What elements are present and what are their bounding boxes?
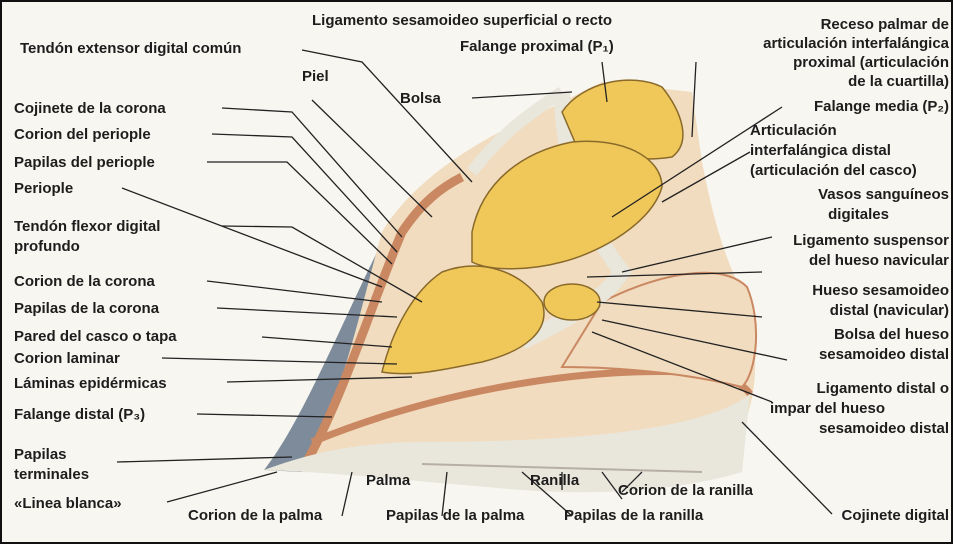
label-art-interfalangica-1: Articulación — [750, 122, 837, 139]
label-linea-blanca: «Linea blanca» — [14, 495, 122, 512]
label-corion-periople: Corion del periople — [14, 126, 151, 143]
label-papilas-terminales-1: Papilas — [14, 446, 67, 463]
label-receso-palmar-3: proximal (articulación — [793, 54, 949, 71]
label-lig-suspensor-1: Ligamento suspensor — [793, 232, 949, 249]
label-papilas-periople: Papilas del periople — [14, 154, 155, 171]
label-lig-distal-2: impar del hueso — [770, 400, 885, 417]
label-laminas-epidermicas: Láminas epidérmicas — [14, 375, 167, 392]
label-pared-casco: Pared del casco o tapa — [14, 328, 177, 345]
label-hueso-sesamoideo-2: distal (navicular) — [830, 302, 949, 319]
label-lig-suspensor-2: del hueso navicular — [809, 252, 949, 269]
label-papilas-corona: Papilas de la corona — [14, 300, 159, 317]
label-tendon-flexor-2: profundo — [14, 238, 80, 255]
label-ranilla: Ranilla — [530, 472, 579, 489]
label-vasos-2: digitales — [828, 206, 889, 223]
label-cojinete-digital: Cojinete digital — [841, 507, 949, 524]
label-falange-distal: Falange distal (P₃) — [14, 406, 145, 423]
label-receso-palmar-4: de la cuartilla) — [848, 73, 949, 90]
label-lig-sesamoideo-sup: Ligamento sesamoideo superficial o recto — [312, 12, 612, 29]
label-bolsa-hueso-2: sesamoideo distal — [819, 346, 949, 363]
label-art-interfalangica-2: interfalángica distal — [750, 142, 891, 159]
label-papilas-palma: Papilas de la palma — [386, 507, 524, 524]
label-vasos-1: Vasos sanguíneos — [818, 186, 949, 203]
label-periople: Periople — [14, 180, 73, 197]
label-lig-distal-1: Ligamento distal o — [816, 380, 949, 397]
label-art-interfalangica-3: (articulación del casco) — [750, 162, 917, 179]
label-piel: Piel — [302, 68, 329, 85]
label-corion-corona: Corion de la corona — [14, 273, 155, 290]
label-corion-laminar: Corion laminar — [14, 350, 120, 367]
label-tendon-extensor: Tendón extensor digital común — [20, 40, 241, 57]
label-tendon-flexor-1: Tendón flexor digital — [14, 218, 160, 235]
label-bolsa: Bolsa — [400, 90, 441, 107]
label-falange-proximal: Falange proximal (P₁) — [460, 38, 614, 55]
label-receso-palmar-1: Receso palmar de — [821, 16, 949, 33]
label-bolsa-hueso-1: Bolsa del hueso — [834, 326, 949, 343]
label-papilas-ranilla: Papilas de la ranilla — [564, 507, 703, 524]
label-papilas-terminales-2: terminales — [14, 466, 89, 483]
label-palma: Palma — [366, 472, 410, 489]
label-receso-palmar-2: articulación interfalángica — [763, 35, 949, 52]
label-corion-ranilla: Corion de la ranilla — [618, 482, 753, 499]
label-cojinete-corona: Cojinete de la corona — [14, 100, 166, 117]
label-lig-distal-3: sesamoideo distal — [819, 420, 949, 437]
label-hueso-sesamoideo-1: Hueso sesamoideo — [812, 282, 949, 299]
navicular-bone — [544, 284, 600, 320]
label-corion-palma: Corion de la palma — [188, 507, 322, 524]
label-falange-media: Falange media (P₂) — [814, 98, 949, 115]
